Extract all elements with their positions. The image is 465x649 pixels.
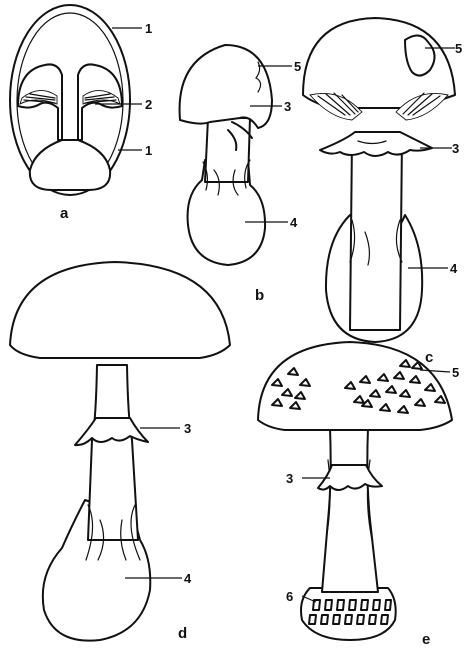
- panel-b: 5 3 4 b: [180, 45, 302, 304]
- cap-b: [180, 45, 272, 128]
- stem-e: [322, 428, 378, 592]
- stem-d: [88, 365, 138, 540]
- label-d-4: 4: [184, 571, 192, 586]
- label-e-3: 3: [286, 471, 293, 486]
- panel-letter-c: c: [425, 349, 433, 366]
- panel-letter-d: d: [178, 625, 187, 642]
- label-c-4: 4: [450, 261, 458, 276]
- ring-c: [320, 132, 432, 156]
- panel-e: 5 3 6 e: [258, 342, 459, 648]
- label-c-5: 5: [455, 41, 462, 56]
- cap-e: [258, 342, 452, 430]
- cap-d: [10, 262, 230, 358]
- panel-letter-b: b: [255, 287, 264, 304]
- label-e-5: 5: [452, 365, 459, 380]
- label-d-3: 3: [184, 421, 191, 436]
- label-b-4: 4: [290, 215, 298, 230]
- label-e-6: 6: [286, 589, 293, 604]
- primordium: [18, 64, 122, 190]
- panel-a: 1 2 1 a: [10, 5, 152, 222]
- label-a-2: 2: [145, 97, 152, 112]
- panel-d: 3 4 d: [10, 262, 230, 642]
- panel-c: 5 3 4 c: [303, 18, 462, 366]
- label-a-1-top: 1: [145, 21, 152, 36]
- panel-letter-a: a: [60, 205, 69, 222]
- panel-letter-e: e: [422, 631, 430, 648]
- label-c-3: 3: [452, 141, 459, 156]
- stem-c: [350, 138, 402, 330]
- label-b-3: 3: [284, 99, 291, 114]
- label-b-5: 5: [294, 59, 301, 74]
- label-a-1-bottom: 1: [145, 143, 152, 158]
